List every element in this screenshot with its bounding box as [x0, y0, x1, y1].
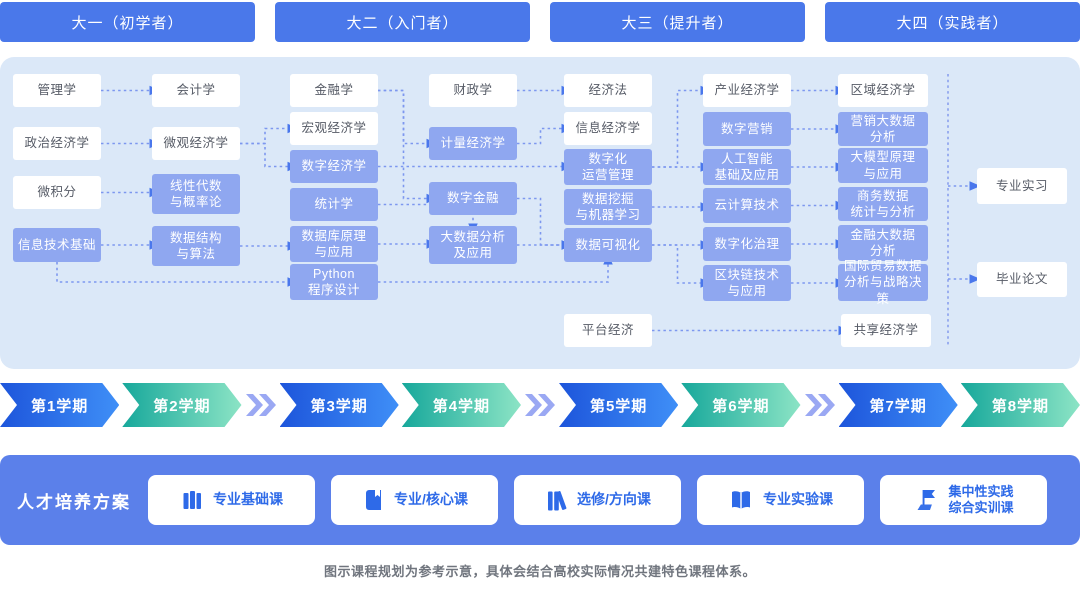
book-icon	[361, 488, 385, 512]
open-book-icon	[728, 488, 754, 512]
course-micro-econ: 微观经济学	[152, 127, 240, 160]
legend-title: 人才培养方案	[17, 492, 131, 512]
course-cloud-computing: 云计算技术	[703, 188, 791, 223]
course-econ-law: 经济法	[564, 74, 652, 107]
semester-chevron-5: 第5学期	[559, 383, 678, 427]
training-plan-legend: 人才培养方案 专业基础课 专业/核心课 选修/方向课 专业实验课 集中性实践 综合实训课	[0, 455, 1080, 545]
semester-chevron-1: 第1学期	[0, 383, 119, 427]
course-finance-bigdata: 金融大数据 分析	[838, 225, 928, 261]
stage-header-3: 大三（提升者）	[550, 2, 805, 42]
course-public-finance: 财政学	[429, 74, 517, 107]
legend-card-3: 选修/方向课	[514, 475, 681, 525]
legend-card-label: 选修/方向课	[577, 491, 651, 508]
semester-chevron-2: 第2学期	[122, 383, 241, 427]
books-stack-icon	[180, 488, 204, 512]
stage-header-1: 大一（初学者）	[0, 2, 255, 42]
semester-chevron-4: 第4学期	[402, 383, 521, 427]
course-data-viz: 数据可视化	[564, 228, 652, 262]
course-ai-basics: 人工智能 基础及应用	[703, 149, 791, 185]
course-data-struct: 数据结构 与算法	[152, 226, 240, 266]
course-mgmt: 管理学	[13, 74, 101, 107]
course-digital-econ: 数字经济学	[290, 150, 378, 183]
course-digital-ops: 数字化 运营管理	[564, 149, 652, 185]
stage-header-2: 大二（入门者）	[275, 2, 530, 42]
course-bigdata-analysis: 大数据分析 及应用	[429, 226, 517, 264]
course-sharing-econ: 共享经济学	[841, 314, 931, 347]
course-acct: 会计学	[152, 74, 240, 107]
semester-chevron-6: 第6学期	[681, 383, 800, 427]
bookshelf-icon	[544, 488, 568, 512]
course-digital-marketing: 数字营销	[703, 112, 791, 146]
flag-icon	[913, 487, 939, 513]
semester-chevron-8: 第8学期	[961, 383, 1080, 427]
course-polit-econ: 政治经济学	[13, 127, 101, 160]
course-econometrics: 计量经济学	[429, 127, 517, 160]
course-info-tech: 信息技术基础	[13, 228, 101, 262]
semester-chevron-7: 第7学期	[839, 383, 958, 427]
course-regional-econ: 区域经济学	[838, 74, 928, 107]
legend-card-label: 专业/核心课	[394, 491, 468, 508]
legend-card-4: 专业实验课	[697, 475, 864, 525]
legend-card-list: 专业基础课 专业/核心课 选修/方向课 专业实验课 集中性实践 综合实训课	[148, 475, 1047, 525]
course-python: Python 程序设计	[290, 264, 378, 300]
legend-card-5: 集中性实践 综合实训课	[880, 475, 1047, 525]
course-statistics: 统计学	[290, 188, 378, 221]
legend-card-label: 专业基础课	[213, 491, 283, 508]
legend-card-1: 专业基础课	[148, 475, 315, 525]
course-marketing-bigdata: 营销大数据 分析	[838, 112, 928, 146]
course-business-data: 商务数据 统计与分析	[838, 187, 928, 221]
semester-chevron-3: 第3学期	[280, 383, 399, 427]
course-linear-algebra: 线性代数 与概率论	[152, 174, 240, 214]
course-blockchain: 区块链技术 与应用	[703, 265, 791, 301]
course-llm: 大模型原理 与应用	[838, 148, 928, 183]
course-info-econ: 信息经济学	[564, 112, 652, 145]
fast-forward-icon	[245, 391, 277, 419]
legend-card-label: 集中性实践 综合实训课	[948, 483, 1014, 515]
course-thesis: 毕业论文	[977, 262, 1067, 297]
course-data-mining: 数据挖掘 与机器学习	[564, 189, 652, 225]
legend-card-label: 专业实验课	[763, 491, 833, 508]
course-industrial-econ: 产业经济学	[703, 74, 791, 107]
course-finance: 金融学	[290, 74, 378, 107]
semester-timeline: 第1学期第2学期第3学期第4学期第5学期第6学期第7学期第8学期	[0, 383, 1080, 427]
fast-forward-icon	[804, 391, 836, 419]
course-macro-econ: 宏观经济学	[290, 112, 378, 145]
course-digital-finance: 数字金融	[429, 182, 517, 215]
course-database: 数据库原理 与应用	[290, 226, 378, 262]
course-digital-governance: 数字化治理	[703, 227, 791, 261]
stage-header-4: 大四（实践者）	[825, 2, 1080, 42]
fast-forward-icon	[524, 391, 556, 419]
legend-card-2: 专业/核心课	[331, 475, 498, 525]
footnote: 图示课程规划为参考示意，具体会结合高校实际情况共建特色课程体系。	[323, 564, 756, 579]
course-internship: 专业实习	[977, 168, 1067, 204]
course-calculus: 微积分	[13, 176, 101, 209]
course-platform-econ: 平台经济	[564, 314, 652, 347]
course-intl-trade: 国际贸易数据 分析与战略决策	[838, 259, 928, 306]
